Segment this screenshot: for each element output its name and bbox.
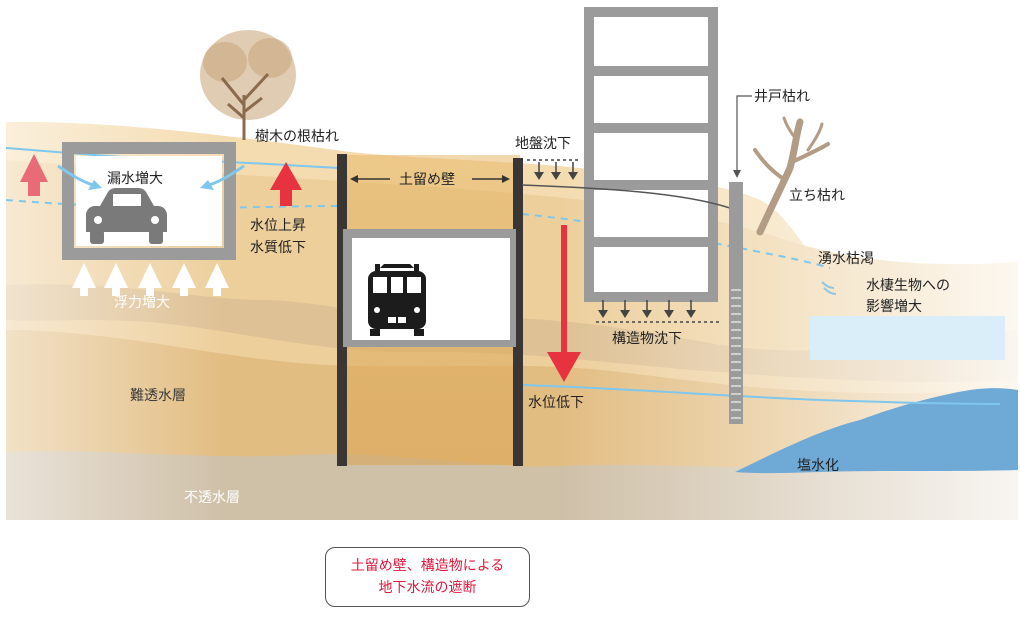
retaining-wall-left (337, 154, 347, 466)
label-leak-increase: 漏水増大 (107, 171, 163, 187)
caption-box: 土留め壁、構造物による 地下水流の遮断 (325, 547, 530, 607)
label-water-drop: 水位低下 (528, 395, 584, 411)
label-root-wither: 樹木の根枯れ (255, 129, 339, 145)
sea (735, 388, 1018, 474)
red-up-arrow-left (20, 154, 48, 196)
train-icon (368, 264, 426, 336)
water-rise-arrows (20, 154, 302, 206)
dead-tree-icon (753, 116, 830, 236)
label-aquatic-line1: 水棲生物への (866, 278, 950, 294)
spring-icon (821, 281, 837, 295)
pond (810, 316, 1005, 360)
label-structure-subsidence: 構造物沈下 (612, 331, 682, 347)
ground-subsidence-arrows (527, 159, 580, 180)
red-up-arrow-right (270, 162, 302, 206)
label-well-dry: 井戸枯れ (754, 89, 810, 105)
subway-box (343, 229, 516, 347)
wall-span-arrow (350, 175, 510, 183)
retaining-walls (337, 154, 523, 466)
label-buoyancy: 浮力増大 (114, 295, 170, 311)
water-level-original-right (521, 213, 831, 269)
label-water-quality: 水質低下 (250, 240, 306, 256)
label-spring-dry: 湧水枯渇 (818, 251, 874, 267)
structure-subsidence-arrows (596, 300, 720, 323)
leak-arrow-left-head (88, 180, 102, 190)
label-aquatic-line2: 影響増大 (866, 298, 922, 315)
caption-line2: 地下水流の遮断 (378, 580, 477, 596)
label-ground-subsidence: 地盤沈下 (515, 136, 571, 152)
label-salinization: 塩水化 (797, 458, 839, 474)
buoyancy-arrows (72, 263, 229, 296)
car-icon (86, 188, 167, 244)
labels: 漏水増大 樹木の根枯れ 水位上昇 水質低下 浮力増大 難透水層 不透水層 土留め… (107, 89, 950, 506)
caption-line1: 土留め壁、構造物による (350, 558, 505, 574)
well (729, 182, 743, 424)
leak-arrow-right-head (200, 180, 214, 190)
retaining-wall-right (513, 158, 523, 466)
water-drop-arrow (547, 225, 581, 382)
label-retaining-wall: 土留め壁 (399, 172, 455, 188)
water-level-lowered (521, 384, 1001, 405)
well-leader-line (733, 95, 752, 178)
label-aquitard: 難透水層 (130, 388, 186, 404)
label-standing-dead: 立ち枯れ (789, 188, 845, 204)
label-impermeable: 不透水層 (184, 490, 240, 506)
label-water-rise: 水位上昇 (250, 218, 306, 234)
ground-surface-line (521, 184, 731, 209)
building (584, 7, 718, 302)
underground-road-box (57, 142, 245, 260)
tree-icon (200, 30, 296, 140)
